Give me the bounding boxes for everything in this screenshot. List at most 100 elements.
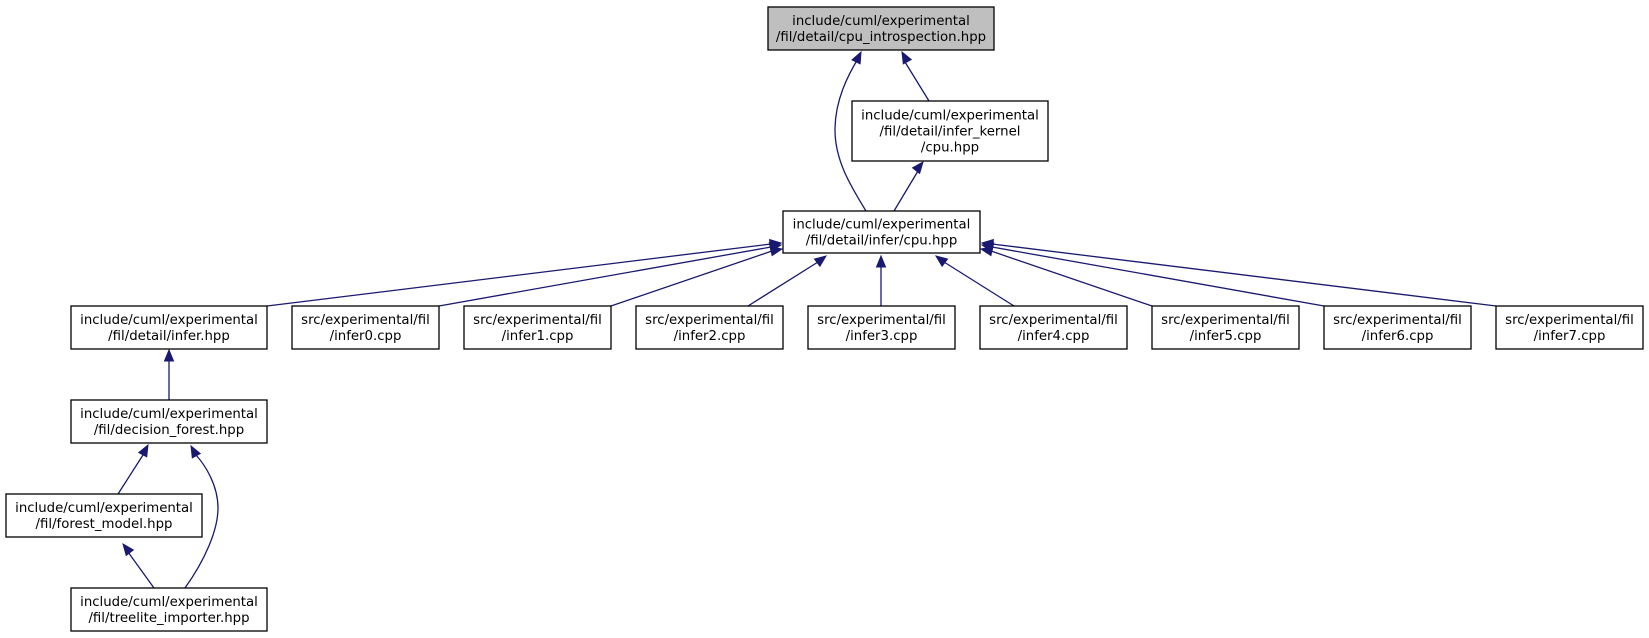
edge-line [834,56,867,212]
edge-arrowhead [851,50,862,65]
edge-line [610,250,773,307]
edge-line [117,454,144,495]
graph-node[interactable]: include/cuml/experimental/fil/detail/inf… [851,100,1049,162]
edge-line [991,243,1497,307]
graph-node[interactable]: include/cuml/experimental/fil/detail/inf… [782,210,981,254]
edge-arrowhead [934,255,949,268]
node-label-line: /fil/detail/cpu_introspection.hpp [776,30,986,45]
node-label-line: /infer7.cpp [1534,329,1606,344]
graph-node[interactable]: src/experimental/fil/infer3.cpp [807,305,956,350]
node-box [635,305,784,350]
node-label-line: /fil/forest_model.hpp [36,517,173,532]
edge-line [991,246,1325,307]
edge-n5-n2 [610,246,784,307]
edge-n3-n2 [266,238,783,307]
edge-n10-n2 [980,242,1325,307]
node-label-line: include/cuml/experimental [861,109,1039,124]
node-label-line: /infer3.cpp [846,329,918,344]
node-label-line: /infer6.cpp [1362,329,1434,344]
node-box [851,100,1049,162]
edge-n1-n0 [901,50,930,102]
graph-root-node: include/cuml/experimental/fil/detail/cpu… [767,6,995,51]
graph-node[interactable]: src/experimental/fil/infer0.cpp [291,305,440,350]
edge-line [893,170,919,212]
edge-n11-n2 [980,238,1497,307]
edge-arrowhead [980,238,994,250]
edge-line [747,261,819,307]
node-label-line: include/cuml/experimental [80,313,258,328]
node-label-line: src/experimental/fil [1333,313,1462,328]
node-label-line: /infer4.cpp [1018,329,1090,344]
node-box [70,305,268,350]
node-label-line: src/experimental/fil [817,313,946,328]
edge-n6-n2 [747,255,828,307]
graph-node[interactable]: include/cuml/experimental/fil/decision_f… [70,399,268,444]
edge-n2-n0 [834,50,867,212]
edge-line [266,243,772,307]
node-box [70,587,268,632]
node-label-line: /fil/treelite_importer.hpp [88,611,249,626]
nodes-layer: include/cuml/experimental/fil/detail/cpu… [5,6,1644,632]
node-label-line: src/experimental/fil [301,313,430,328]
edge-line [184,454,219,589]
edge-n12-n3 [163,348,175,400]
graph-node[interactable]: src/experimental/fil/infer2.cpp [635,305,784,350]
node-box [807,305,956,350]
node-label-line: src/experimental/fil [1505,313,1634,328]
node-label-line: src/experimental/fil [1161,313,1290,328]
node-label-line: /infer1.cpp [502,329,574,344]
node-label-line: include/cuml/experimental [15,501,193,516]
node-label-line: src/experimental/fil [645,313,774,328]
node-box [463,305,612,350]
node-label-line: include/cuml/experimental [793,218,971,233]
node-box [291,305,440,350]
edge-arrowhead [137,443,149,458]
graph-node[interactable]: include/cuml/experimental/fil/detail/inf… [70,305,268,350]
graph-node[interactable]: include/cuml/experimental/fil/forest_mod… [5,493,203,538]
graph-node[interactable]: src/experimental/fil/infer4.cpp [979,305,1128,350]
edge-n4-n2 [438,242,783,307]
edges-layer [117,50,1497,589]
graph-node[interactable]: src/experimental/fil/infer5.cpp [1151,305,1300,350]
node-box [767,6,995,51]
edge-arrowhead [901,50,913,65]
node-box [1323,305,1472,350]
node-label-line: /fil/decision_forest.hpp [94,423,244,438]
edge-arrowhead [190,444,202,459]
edge-arrowhead [163,348,175,362]
edge-n2-n1 [893,160,924,212]
node-label-line: /fil/detail/infer.hpp [108,329,230,344]
node-box [1151,305,1300,350]
node-box [70,399,268,444]
edge-line [438,246,772,307]
graph-node[interactable]: include/cuml/experimental/fil/treelite_i… [70,587,268,632]
edge-line [943,261,1015,307]
node-box [782,210,981,254]
edge-n7-n2 [875,254,887,306]
graph-node[interactable]: src/experimental/fil/infer1.cpp [463,305,612,350]
edge-arrowhead [769,246,784,257]
edge-line [904,61,930,102]
graph-node[interactable]: src/experimental/fil/infer7.cpp [1495,305,1644,350]
node-label-line: include/cuml/experimental [792,14,970,29]
node-label-line: include/cuml/experimental [80,407,258,422]
edge-n9-n2 [979,246,1153,307]
node-box [979,305,1128,350]
node-label-line: /infer2.cpp [674,329,746,344]
edge-line [990,250,1153,307]
edge-n8-n2 [934,255,1015,307]
edge-arrowhead [911,160,924,175]
node-label-line: include/cuml/experimental [80,595,258,610]
edge-arrowhead [875,254,887,268]
node-label-line: /fil/detail/infer/cpu.hpp [806,234,958,249]
node-label-line: /fil/detail/infer_kernel [880,125,1021,140]
node-box [1495,305,1644,350]
edge-line [127,551,155,589]
node-label-line: /cpu.hpp [921,141,979,156]
node-label-line: /infer0.cpp [330,329,402,344]
graph-node[interactable]: src/experimental/fil/infer6.cpp [1323,305,1472,350]
node-label-line: /infer5.cpp [1190,329,1262,344]
node-label-line: src/experimental/fil [473,313,602,328]
edge-n14-n12 [184,444,219,589]
